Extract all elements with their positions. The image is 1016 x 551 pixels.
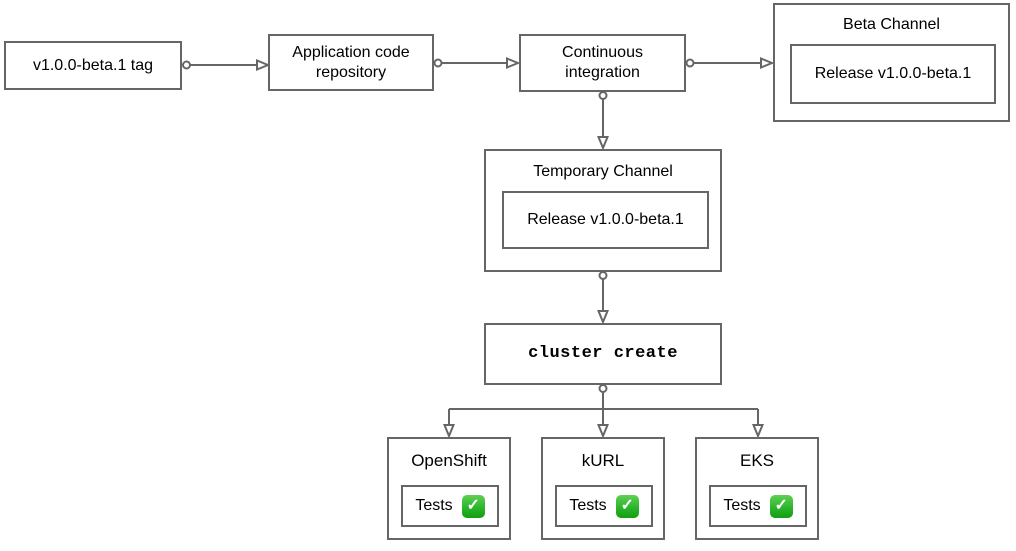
temporary-channel-title: Temporary Channel bbox=[533, 163, 673, 180]
check-mark-icon: ✓ bbox=[461, 494, 485, 518]
beta-release-label: Release v1.0.0-beta.1 bbox=[814, 65, 972, 82]
edge-tag-to-app-repo bbox=[182, 59, 271, 71]
openshift-title: OpenShift bbox=[411, 451, 487, 470]
beta-channel-title: Beta Channel bbox=[843, 16, 940, 33]
edge-ci-to-temp-channel bbox=[597, 91, 609, 151]
edge-ci-to-beta-channel bbox=[685, 57, 775, 69]
check-mark-icon: ✓ bbox=[615, 494, 639, 518]
eks-tests-label: Tests bbox=[723, 497, 761, 514]
temporary-release-node: Release v1.0.0-beta.1 bbox=[502, 191, 709, 249]
check-glyph: ✓ bbox=[774, 497, 788, 514]
temporary-release-label: Release v1.0.0-beta.1 bbox=[527, 211, 684, 228]
openshift-tests-label: Tests bbox=[415, 497, 453, 514]
kurl-tests-node: Tests ✓ bbox=[555, 485, 653, 527]
application-code-repository-label: Application code repository bbox=[292, 43, 410, 81]
check-glyph: ✓ bbox=[620, 497, 634, 514]
cluster-create-label: cluster create bbox=[528, 344, 678, 364]
edge-temp-channel-to-cluster-create bbox=[597, 271, 609, 325]
openshift-tests-node: Tests ✓ bbox=[401, 485, 499, 527]
check-mark-icon: ✓ bbox=[769, 494, 793, 518]
edge-app-repo-to-ci bbox=[433, 57, 521, 69]
application-code-repository-node: Application code repository bbox=[268, 34, 434, 91]
tag-node: v1.0.0-beta.1 tag bbox=[4, 41, 182, 90]
kurl-tests-label: Tests bbox=[569, 497, 607, 514]
eks-tests-node: Tests ✓ bbox=[709, 485, 807, 527]
continuous-integration-label: Continuous integration bbox=[562, 44, 643, 81]
kurl-group: kURL Tests ✓ bbox=[541, 437, 665, 540]
beta-channel-group: Beta Channel Release v1.0.0-beta.1 bbox=[773, 3, 1010, 122]
beta-release-node: Release v1.0.0-beta.1 bbox=[790, 44, 996, 104]
temporary-channel-group: Temporary Channel Release v1.0.0-beta.1 bbox=[484, 149, 722, 272]
tag-label: v1.0.0-beta.1 tag bbox=[32, 56, 154, 74]
cluster-create-node: cluster create bbox=[484, 323, 722, 385]
eks-group: EKS Tests ✓ bbox=[695, 437, 819, 540]
edge-cluster-create-to-clusters bbox=[443, 384, 764, 439]
kurl-title: kURL bbox=[581, 451, 625, 470]
eks-title: EKS bbox=[739, 451, 775, 470]
check-glyph: ✓ bbox=[466, 497, 480, 514]
openshift-group: OpenShift Tests ✓ bbox=[387, 437, 511, 540]
continuous-integration-node: Continuous integration bbox=[519, 34, 686, 92]
